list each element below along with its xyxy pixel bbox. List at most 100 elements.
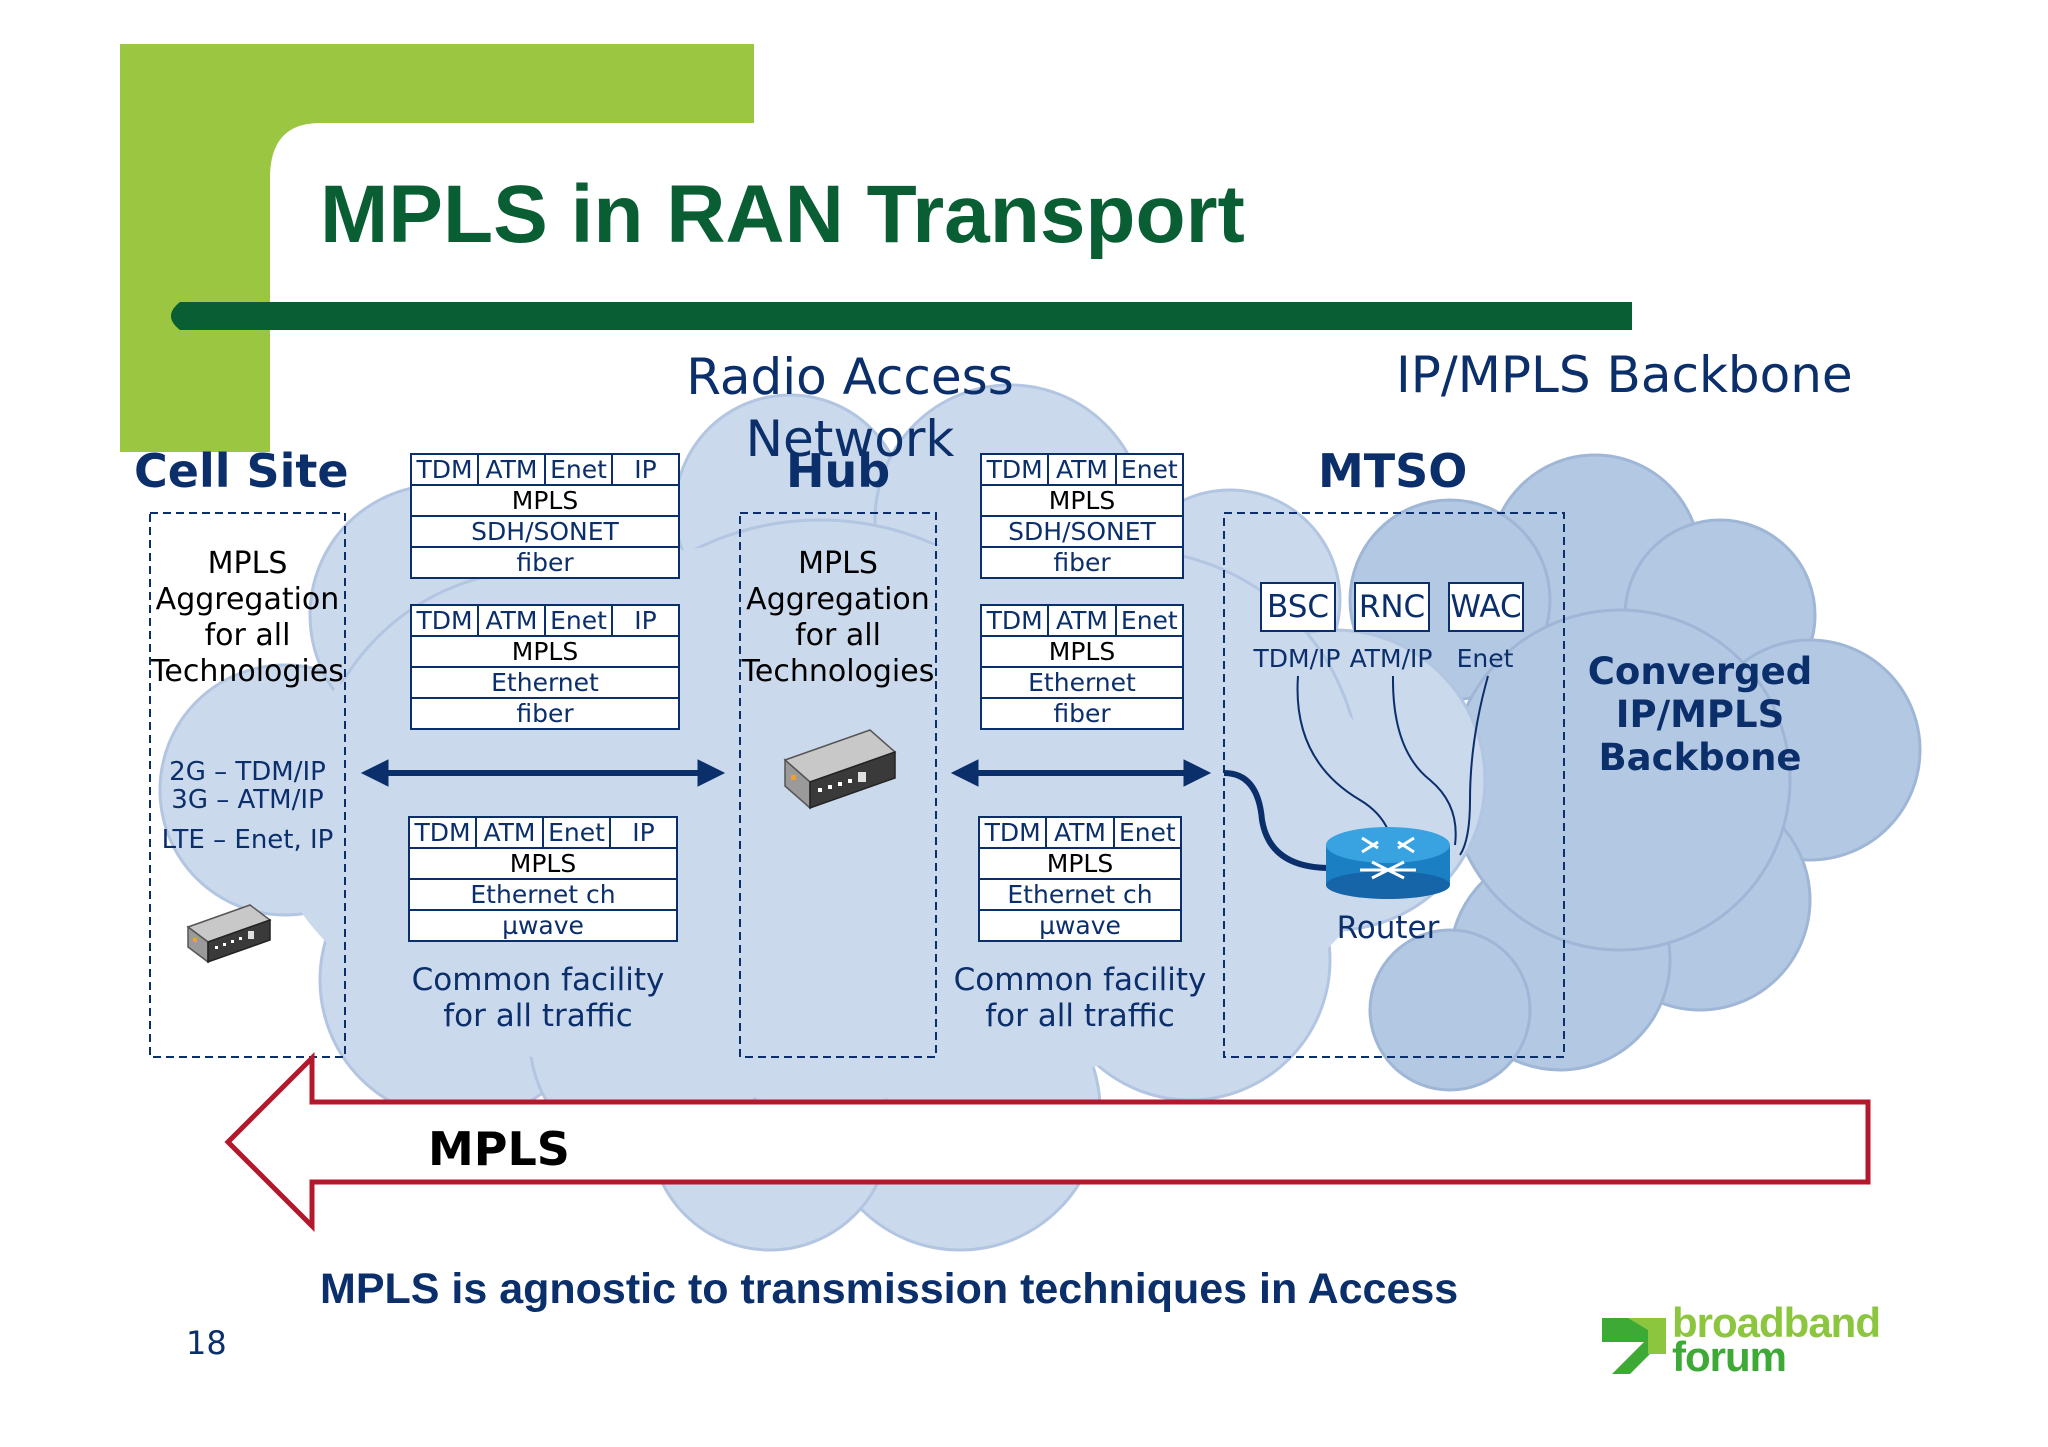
footer-statement: MPLS is agnostic to transmission techniq… [320, 1265, 1459, 1313]
stack-row: MPLS [412, 486, 678, 517]
rnc-protocol: ATM/IP [1349, 644, 1433, 673]
stack-row: MPLS [982, 637, 1182, 668]
stack-row-label: Ethernet [491, 668, 599, 697]
mtso-header: MTSO [1318, 444, 1468, 498]
protocol-stack-right-ethernet: TDM ATM Enet MPLS Ethernet fiber [980, 604, 1184, 730]
node-router-links [1296, 675, 1489, 856]
hub-box [739, 512, 937, 1058]
stack-row: fiber [412, 548, 678, 577]
link-arrow-cell-hub [360, 759, 726, 787]
stack-row: Ethernet ch [980, 880, 1180, 911]
stack-row-label: SDH/SONET [471, 517, 619, 546]
stack-row: SDH/SONET [412, 517, 678, 548]
protocol-stack-right-sonet: TDM ATM Enet MPLS SDH/SONET fiber [980, 453, 1184, 579]
logo-line-forum: forum [1672, 1333, 1787, 1380]
backbone-label-line: Backbone [1598, 736, 1802, 779]
stack-row-label: µwave [1039, 911, 1121, 940]
caption-line: Common facility [411, 962, 665, 998]
page-number: 18 [186, 1324, 227, 1362]
tech-item-3g: 3G – ATM/IP [171, 785, 324, 815]
bsc-protocol: TDM/IP [1253, 644, 1341, 673]
hub-header: Hub [786, 444, 891, 498]
stack-cell: TDM [980, 818, 1048, 847]
stack-cell: ATM [479, 455, 546, 484]
stack-cell: Enet [546, 606, 613, 635]
stack-cell: TDM [412, 606, 479, 635]
backbone-cloud [1348, 453, 1922, 1092]
common-facility-right: Common facility for all traffic [940, 962, 1220, 1034]
stack-row-label: MPLS [509, 849, 577, 878]
router-label: Router [1336, 910, 1440, 946]
hub-desc-line: Aggregation [746, 582, 930, 617]
stack-row: fiber [982, 699, 1182, 728]
stack-row-label: MPLS [1048, 637, 1116, 666]
stack-top-row: TDM ATM Enet [982, 606, 1182, 637]
stack-cell: Enet [1118, 818, 1176, 847]
stack-row-label: fiber [1053, 699, 1111, 728]
caption-line: Common facility [953, 962, 1207, 998]
protocol-stack-left-sonet: TDM ATM Enet IP MPLS SDH/SONET fiber [410, 453, 680, 579]
caption-line: for all traffic [985, 998, 1175, 1034]
stack-row-label: Ethernet ch [1007, 880, 1153, 909]
ran-header: Radio Access Network [686, 348, 1014, 468]
stack-cell: Enet [1120, 606, 1178, 635]
title-underline-bar [171, 302, 1632, 330]
common-facility-left: Common facility for all traffic [398, 962, 678, 1034]
stack-cell: Enet [1120, 455, 1178, 484]
stack-row: MPLS [982, 486, 1182, 517]
hub-description: MPLS Aggregation for all Technologies [740, 546, 936, 690]
mpls-direction-arrow [224, 1051, 1871, 1233]
stack-row: Ethernet [982, 668, 1182, 699]
cell-site-desc-line: Technologies [151, 654, 344, 689]
stack-cell: ATM [1047, 818, 1115, 847]
converged-backbone-label: Converged IP/MPLS Backbone [1570, 650, 1830, 779]
broadband-forum-logo-mark [1602, 1318, 1666, 1374]
protocol-stack-right-microwave: TDM ATM Enet MPLS Ethernet ch µwave [978, 816, 1182, 942]
stack-cell: ATM [1049, 455, 1117, 484]
mpls-arrow-label: MPLS [428, 1122, 570, 1176]
router-icon [1326, 827, 1450, 899]
stack-row: MPLS [412, 637, 678, 668]
stack-top-row: TDM ATM Enet IP [412, 606, 678, 637]
stack-cell: Enet [544, 818, 611, 847]
stack-row-label: fiber [516, 548, 574, 577]
broadband-forum-logo: broadband forum [1672, 1302, 1881, 1380]
stack-cell: TDM [982, 606, 1050, 635]
stack-row-label: MPLS [1048, 486, 1116, 515]
stack-top-row: TDM ATM Enet [982, 455, 1182, 486]
stack-row: fiber [412, 699, 678, 728]
stack-top-row: TDM ATM Enet IP [410, 818, 676, 849]
stack-cell: TDM [412, 455, 479, 484]
stack-row-label: fiber [1053, 548, 1111, 577]
stack-row-label: Ethernet ch [470, 880, 616, 909]
stack-cell: IP [634, 455, 657, 484]
stack-cell: ATM [1049, 606, 1117, 635]
cell-device-icon [186, 904, 272, 964]
router-uplink [1223, 770, 1331, 871]
mtso-box [1223, 512, 1565, 1058]
stack-row: µwave [410, 911, 676, 940]
stack-row: MPLS [410, 849, 676, 880]
hub-desc-line: MPLS [798, 546, 878, 581]
protocol-stack-left-ethernet: TDM ATM Enet IP MPLS Ethernet fiber [410, 604, 680, 730]
stack-cell: IP [632, 818, 655, 847]
rnc-node: RNC [1354, 582, 1430, 632]
cell-site-box [149, 512, 346, 1058]
tech-item-lte: LTE – Enet, IP [161, 825, 334, 855]
stack-cell: TDM [982, 455, 1050, 484]
cell-site-technologies: 2G – TDM/IP 3G – ATM/IP LTE – Enet, IP [150, 758, 345, 854]
backbone-header: IP/MPLS Backbone [1396, 346, 1853, 404]
stack-row: SDH/SONET [982, 517, 1182, 548]
stack-row-label: Ethernet [1028, 668, 1136, 697]
stack-cell: ATM [479, 606, 546, 635]
hub-desc-line: Technologies [741, 654, 935, 689]
cell-site-description: MPLS Aggregation for all Technologies [150, 546, 345, 690]
stack-row: Ethernet ch [410, 880, 676, 911]
hub-device-icon [783, 729, 897, 810]
stack-cell: TDM [410, 818, 477, 847]
stack-cell: IP [634, 606, 657, 635]
hub-desc-line: for all [795, 618, 881, 653]
bsc-node: BSC [1260, 582, 1336, 632]
stack-row-label: µwave [502, 911, 584, 940]
lime-decoration [120, 44, 754, 452]
